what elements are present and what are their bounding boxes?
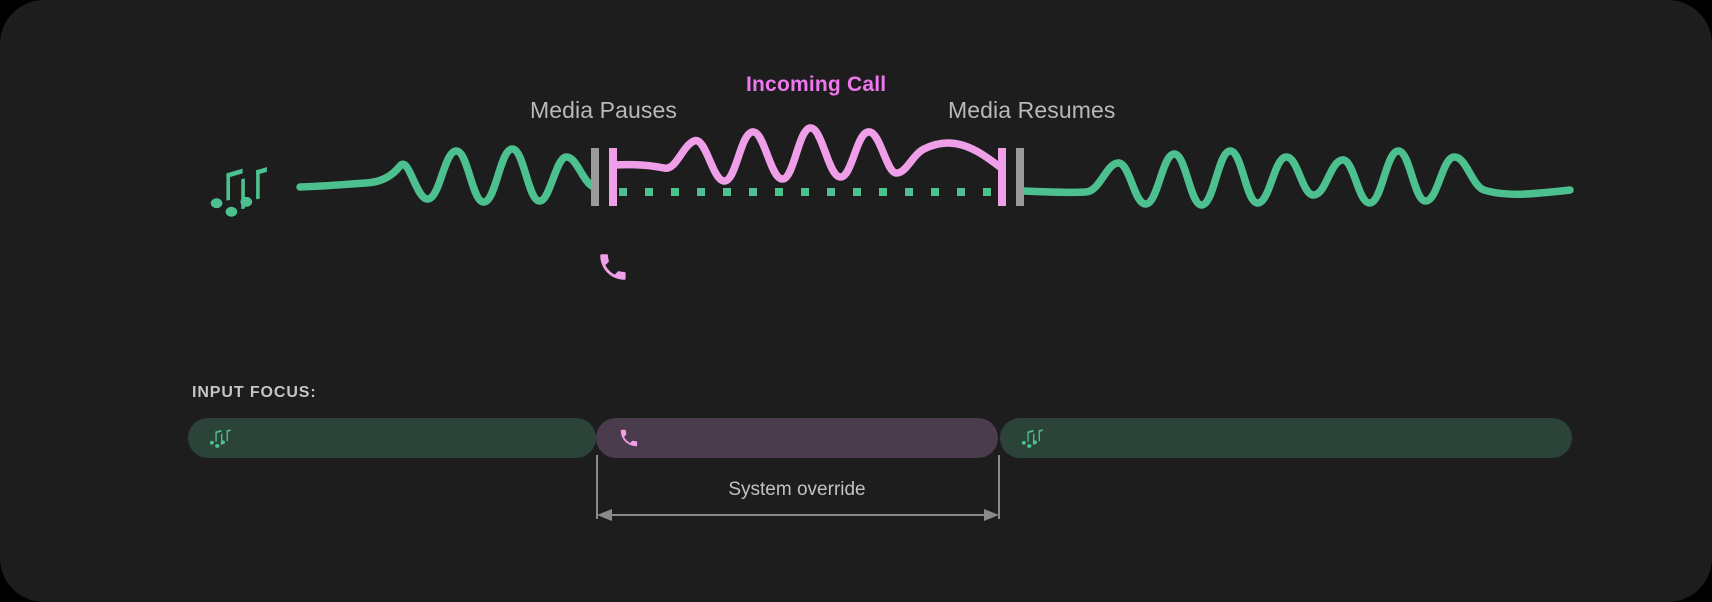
focus-segment-media-before[interactable] — [188, 418, 596, 458]
label-incoming-call: Incoming Call — [746, 73, 887, 96]
music-notes-icon — [210, 429, 231, 448]
label-media-resumes: Media Resumes — [948, 97, 1116, 123]
focus-segment-call-override[interactable] — [596, 418, 998, 458]
phone-icon — [620, 429, 638, 447]
phone-icon — [600, 254, 626, 280]
resume-marker-pink — [998, 148, 1006, 206]
input-focus-label: INPUT FOCUS: — [192, 384, 317, 401]
system-override-span-arrow — [596, 455, 1000, 521]
system-override-label: System override — [728, 479, 866, 500]
label-media-pauses: Media Pauses — [530, 97, 677, 123]
pause-marker-gray — [591, 148, 599, 206]
waveform-incoming-call — [610, 124, 1004, 185]
waveform-media-before — [296, 145, 596, 206]
music-notes-icon — [210, 167, 267, 217]
focus-segment-media-after[interactable] — [1000, 418, 1572, 458]
waveform-media-paused-dotted — [619, 188, 991, 196]
resume-marker-gray — [1016, 148, 1024, 206]
pause-marker-pink — [609, 148, 617, 206]
music-notes-icon — [1022, 429, 1043, 448]
waveform-media-after — [1020, 147, 1574, 209]
